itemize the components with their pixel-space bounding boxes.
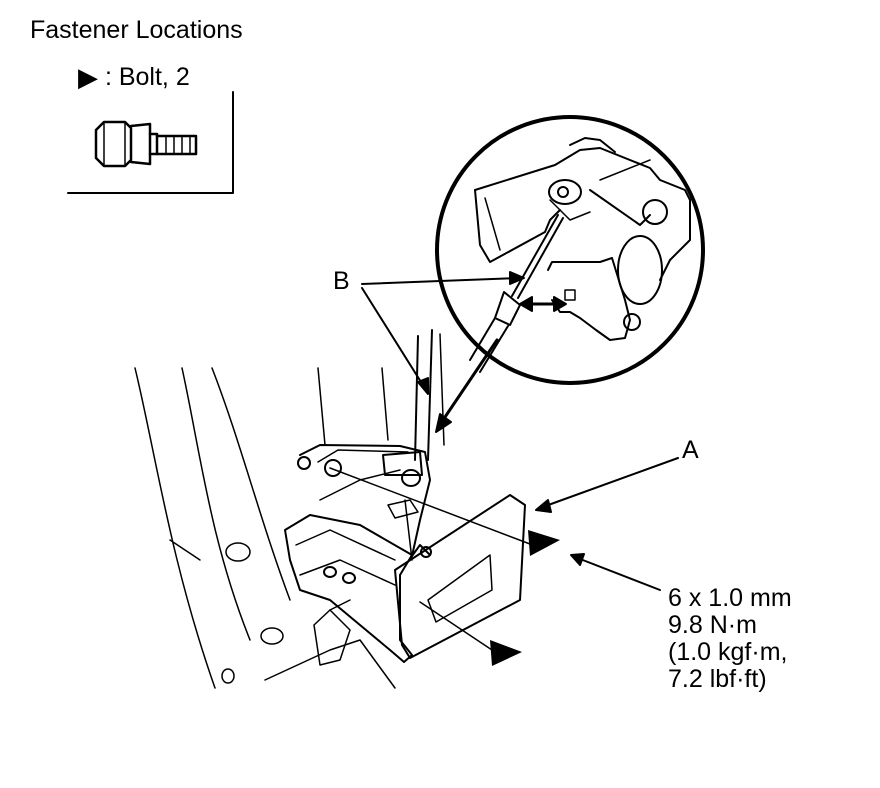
spec-leader — [574, 556, 661, 591]
page-title: Fastener Locations — [30, 16, 243, 44]
detail-magnifier — [435, 115, 705, 385]
arrow-left-head — [519, 296, 533, 312]
callout-b-leader-lower — [361, 287, 427, 391]
spec-torque-nm: 9.8 N·m — [668, 611, 757, 639]
spec-size: 6 x 1.0 mm — [668, 584, 792, 612]
legend-box-frame — [67, 91, 234, 194]
arrow-right-head — [553, 296, 567, 312]
torque-spec: 6 x 1.0 mm 9.8 N·m (1.0 kgf·m, 7.2 lbf·f… — [668, 585, 792, 693]
spec-torque-lbfft: 7.2 lbf·ft) — [668, 665, 767, 693]
callout-b-label: B — [333, 267, 350, 295]
legend-text: : Bolt, 2 — [104, 63, 190, 91]
callout-a-leader — [539, 457, 679, 509]
bolt-marker-lower — [490, 640, 522, 666]
bolt-symbol-icon: ▶ — [78, 62, 98, 92]
body-panel — [134, 329, 445, 689]
hood-latch — [284, 444, 526, 663]
callout-b-leader-upper — [361, 277, 521, 285]
detail-pointer-arrow — [441, 338, 499, 422]
bolt-icon — [94, 120, 198, 168]
spec-torque-kgfm: (1.0 kgf·m, — [668, 638, 788, 666]
callout-a-label: A — [682, 436, 699, 464]
legend: ▶ : Bolt, 2 — [78, 64, 190, 91]
bolt-marker-upper — [528, 530, 560, 556]
